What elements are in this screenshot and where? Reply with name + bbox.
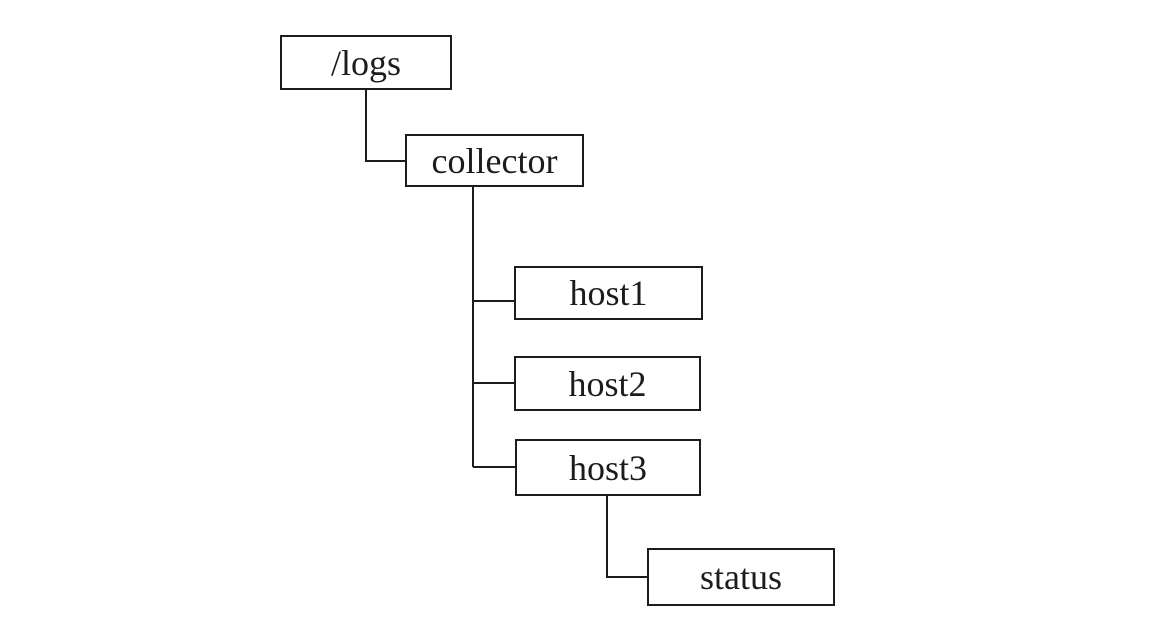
node-host2: host2 <box>514 356 701 411</box>
node-logs-label: /logs <box>330 42 401 83</box>
node-status-label: status <box>699 557 782 597</box>
node-host3: host3 <box>515 439 701 496</box>
node-host2-label: host2 <box>568 363 647 404</box>
node-collector-label: collector <box>431 140 558 181</box>
edge-host3-status <box>606 496 647 578</box>
edge-logs-collector <box>365 90 405 162</box>
node-host1: host1 <box>514 266 703 320</box>
node-logs: /logs <box>280 35 452 90</box>
node-status: status <box>647 548 835 606</box>
node-host1-label: host1 <box>569 273 648 313</box>
node-collector: collector <box>405 134 584 187</box>
node-host3-label: host3 <box>568 447 647 488</box>
